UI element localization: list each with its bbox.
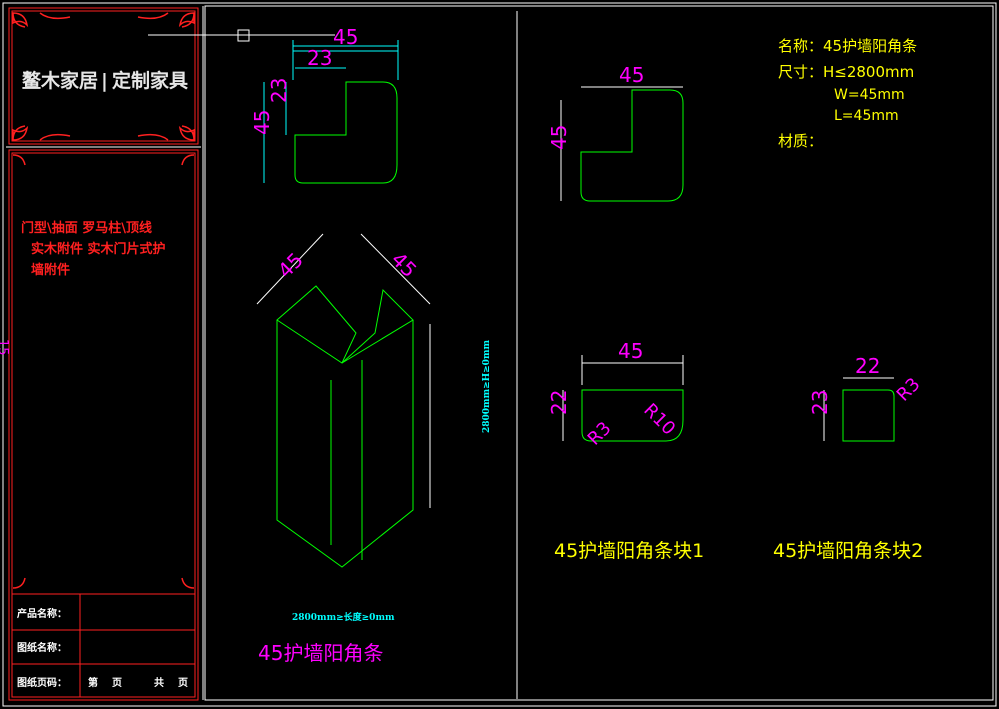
spec-size-h: 尺寸：H≤2800mm: [778, 63, 914, 81]
sidebar-frame: [8, 149, 199, 701]
block2-shape: [842, 389, 895, 442]
iso-dim-right: 45: [387, 247, 422, 282]
iso-view-dimensions: [256, 233, 431, 508]
page-no: 第: [88, 676, 98, 689]
block2-label: 45护墙阳角条块2: [773, 540, 923, 562]
page-unit: 页: [112, 677, 122, 689]
total-unit: 页: [178, 677, 188, 689]
category-line-2: 实木附件 实木门片式护: [31, 241, 166, 257]
block1-shape: [581, 389, 684, 442]
block2-r: R3: [893, 374, 925, 406]
category-line-3: 墙附件: [31, 262, 70, 278]
top-dim-inner-h: 23: [267, 78, 291, 103]
spec-size-l: L=45mm: [834, 108, 899, 124]
block2-dimensions: [823, 377, 894, 441]
block1-r-right: R10: [639, 400, 679, 440]
iso-dim-left: 45: [273, 248, 308, 283]
section-dim-h: 45: [547, 125, 571, 150]
total: 共: [154, 676, 164, 689]
section-view-dimensions: [560, 86, 683, 201]
brand-right: 定制家具: [112, 69, 188, 92]
iso-label: 45护墙阳角条: [258, 641, 383, 665]
block2-dim-h: 23: [808, 390, 832, 415]
brand-divider: |: [101, 70, 108, 92]
section-dim-w: 45: [619, 63, 644, 87]
spec-material: 材质：: [778, 132, 823, 150]
top-dim-total: 45: [333, 25, 358, 49]
iso-view-shape: [276, 285, 414, 568]
block2-dim-w: 22: [855, 354, 880, 378]
spec-name: 名称：45护墙阳角条: [778, 37, 917, 55]
block1-label: 45护墙阳角条块1: [554, 540, 704, 562]
spec-size-w: W=45mm: [834, 87, 905, 103]
title-block: [11, 593, 196, 698]
brand-frame: [8, 7, 199, 145]
iso-dim-length: 2800mm≥H≥0mm: [482, 340, 492, 433]
top-dim-height: 45: [250, 110, 274, 135]
brand-inner-frame: [11, 10, 196, 142]
top-view-shape: [294, 81, 398, 184]
brand-left: 鳌木家居: [22, 69, 98, 92]
product-name-label: 产品名称：: [17, 607, 67, 620]
block1-dim-w: 45: [618, 339, 643, 363]
category-line-1: 门型\抽面 罗马柱\顶线: [21, 220, 152, 236]
cad-cursor-icon[interactable]: [148, 29, 335, 42]
margin-mark: 15: [0, 339, 10, 356]
section-view-shape: [580, 89, 684, 202]
block1-dim-h: 22: [547, 390, 571, 415]
iso-dim-bottom: 2800mm≥长度≥0mm: [292, 611, 395, 623]
corner-ornament-icon: [12, 12, 195, 589]
drawing-name-label: 图纸名称：: [17, 641, 67, 654]
drawing-area-frame: [204, 5, 994, 701]
block1-dimensions: [562, 355, 684, 441]
top-view-dimensions: [263, 40, 399, 183]
page-label: 图纸页码：: [17, 676, 67, 689]
block1-r-left: R3: [584, 418, 616, 450]
top-dim-inner: 23: [307, 46, 332, 70]
